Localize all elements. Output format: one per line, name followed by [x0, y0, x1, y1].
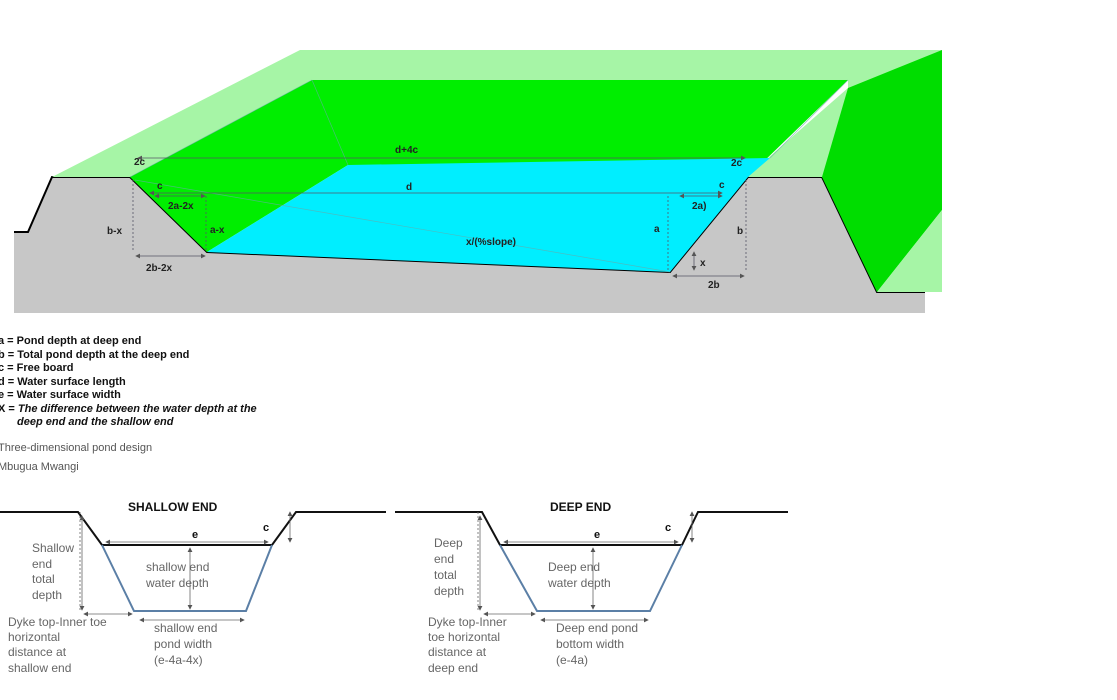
label-c-right: c	[719, 180, 725, 191]
label-slope: x/(%slope)	[466, 237, 516, 248]
shallow-water-label-1: shallow end	[146, 560, 209, 574]
shallow-width-label-3: (e-4a-4x)	[154, 653, 203, 667]
image-credit: Mbugua Mwangi	[0, 461, 79, 473]
shallow-e-label: e	[192, 529, 198, 541]
shallow-c-label: c	[263, 522, 269, 534]
legend-item-x-continued: deep end and the shallow end	[17, 416, 174, 428]
deep-e-label: e	[594, 529, 600, 541]
deep-depth-label-3: total	[434, 568, 457, 582]
shallow-end-section: SHALLOW END e c Shallow end total depth …	[0, 500, 386, 675]
label-a-minus-x: a-x	[210, 225, 225, 236]
label-b-minus-x: b-x	[107, 226, 122, 237]
deep-depth-label-4: depth	[434, 584, 464, 598]
shallow-dyke-label-1: Dyke top-Inner toe	[8, 615, 107, 629]
legend-item-a: a = Pond depth at deep end	[0, 335, 142, 347]
label-2c-right: 2c	[731, 158, 743, 169]
pond-3d-diagram: d+4c d 2c 2c c c 2a-2x b-x a-x x/(%slope…	[14, 50, 942, 313]
variable-legend: a = Pond depth at deep end b = Total pon…	[0, 335, 298, 430]
legend-item-b: b = Total pond depth at the deep end	[0, 348, 190, 361]
deep-pond-bank	[499, 544, 683, 612]
legend-item-c: c = Free board	[0, 362, 74, 374]
deep-depth-label-1: Deep	[434, 536, 463, 550]
legend-item-d: d = Water surface length	[0, 375, 126, 388]
legend-item-e: e = Water surface width	[0, 389, 121, 401]
deep-dyke-label-2: toe horizontal	[428, 630, 500, 644]
deep-end-title: DEEP END	[550, 500, 611, 514]
shallow-depth-label-3: total	[32, 572, 55, 586]
legend-item-x: X = The difference between the water dep…	[0, 402, 257, 415]
deep-c-label: c	[665, 522, 671, 534]
inner-slope-far	[130, 80, 848, 252]
shallow-water-label-2: water depth	[145, 576, 209, 590]
shallow-dyke-label-3: distance at	[8, 645, 67, 659]
shallow-depth-label-4: depth	[32, 588, 62, 602]
outer-slope-right	[822, 50, 942, 292]
figure-caption: Three-dimensional pond design	[0, 442, 153, 454]
deep-width-label-1: Deep end pond	[556, 621, 638, 635]
label-c-left: c	[157, 181, 163, 192]
shallow-pond-bank	[101, 544, 273, 612]
shallow-width-label-2: pond width	[154, 637, 212, 651]
label-d-plus-4c: d+4c	[395, 145, 419, 156]
shallow-width-label-1: shallow end	[154, 621, 217, 635]
deep-width-label-3: (e-4a)	[556, 653, 588, 667]
pond-cross-sections: SHALLOW END e c Shallow end total depth …	[0, 500, 788, 675]
deep-water-label-2: water depth	[547, 576, 611, 590]
label-2c-left: 2c	[134, 157, 146, 168]
shallow-dyke-label-2: horizontal	[8, 630, 60, 644]
water-surface	[207, 158, 770, 272]
label-2a-minus-2x: 2a-2x	[168, 201, 194, 212]
label-x: x	[700, 258, 706, 269]
label-b: b	[737, 226, 743, 237]
shallow-dyke-label-4: shallow end	[8, 661, 71, 675]
deep-ground-line	[395, 511, 788, 546]
shallow-depth-label-1: Shallow	[32, 541, 74, 555]
deep-width-label-2: bottom width	[556, 637, 624, 651]
shallow-ground-line	[0, 511, 386, 546]
deep-dyke-label-3: distance at	[428, 645, 487, 659]
outer-slope-right-light	[877, 210, 942, 292]
label-2a: 2a)	[692, 201, 706, 212]
deep-dyke-label-1: Dyke top-Inner	[428, 615, 507, 629]
label-d: d	[406, 182, 412, 193]
label-a: a	[654, 224, 660, 235]
label-2b: 2b	[708, 280, 720, 291]
deep-dyke-label-4: deep end	[428, 661, 478, 675]
shallow-depth-label-2: end	[32, 557, 52, 571]
deep-water-label-1: Deep end	[548, 560, 600, 574]
deep-end-section: DEEP END e c Deep end total depth Deep e…	[395, 500, 788, 675]
label-2b-minus-2x: 2b-2x	[146, 263, 173, 274]
dyke-top-surface	[52, 50, 942, 270]
deep-depth-label-2: end	[434, 552, 454, 566]
earth-cross-section	[14, 177, 925, 313]
shallow-end-title: SHALLOW END	[128, 500, 218, 514]
